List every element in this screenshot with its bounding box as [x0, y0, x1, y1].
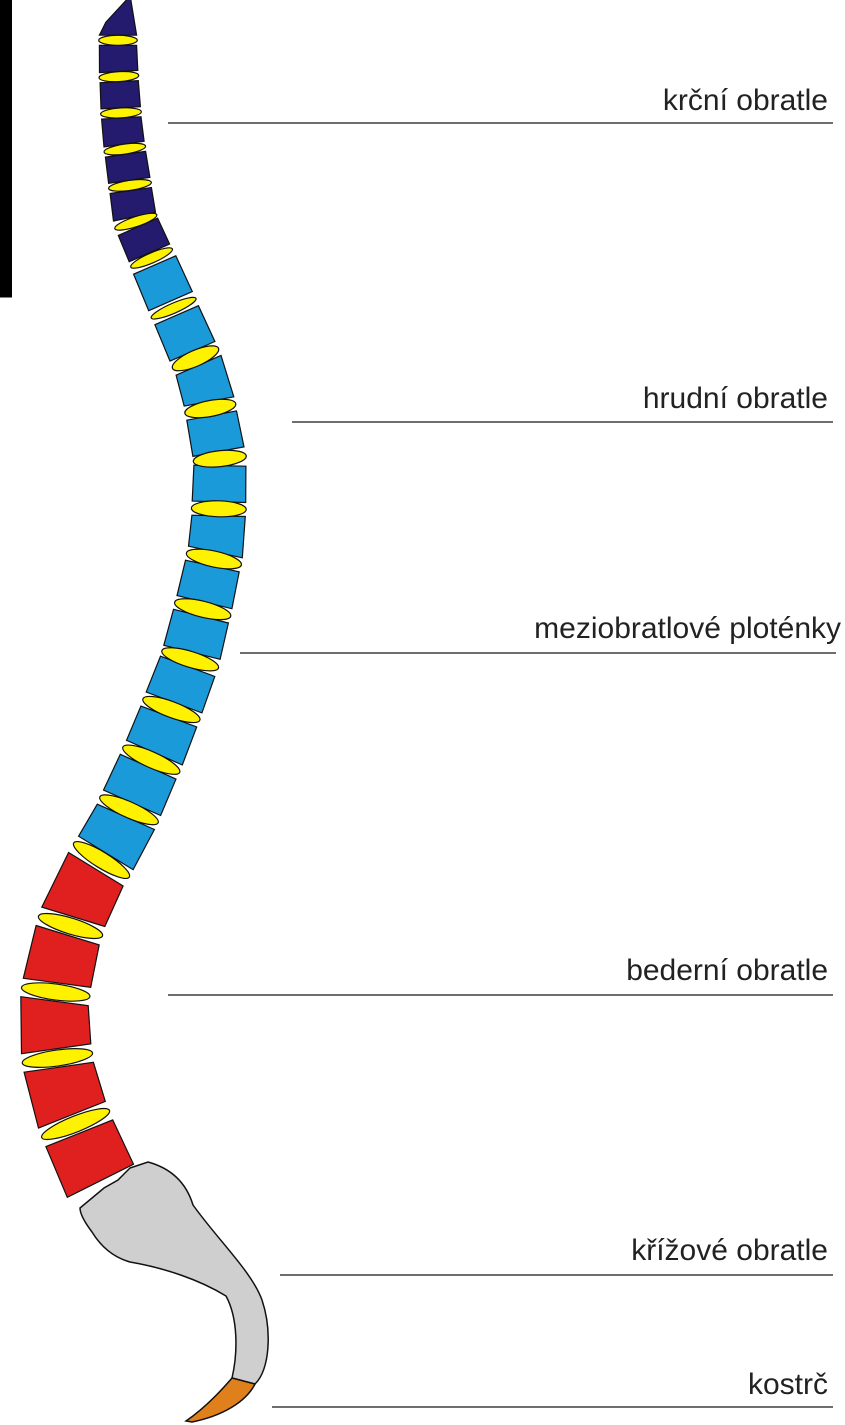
- sacrum: [80, 1162, 268, 1384]
- cervical-vertebra: [99, 45, 137, 72]
- thoracic-vertebra: [192, 465, 246, 502]
- lumbar-vertebra: [21, 997, 91, 1054]
- cervical-vertebra: [100, 81, 140, 109]
- label-lumbar: bederní obratle: [626, 954, 828, 987]
- label-thoracic: hrudní obratle: [643, 382, 828, 415]
- label-sacral: křížové obratle: [631, 1234, 828, 1267]
- intervertebral-disc: [99, 35, 138, 45]
- cervical-vertebra: [102, 117, 145, 147]
- label-cervical: krční obratle: [663, 84, 828, 117]
- vertebral-column: [20, 0, 247, 1197]
- coccyx: [186, 1378, 255, 1422]
- cervical-vertebra: [105, 151, 149, 183]
- inset-frame: [0, 0, 12, 296]
- cervical-vertebra: [99, 0, 136, 35]
- label-coccyx: kostrč: [748, 1368, 828, 1401]
- label-discs: meziobratlové ploténky: [534, 612, 841, 645]
